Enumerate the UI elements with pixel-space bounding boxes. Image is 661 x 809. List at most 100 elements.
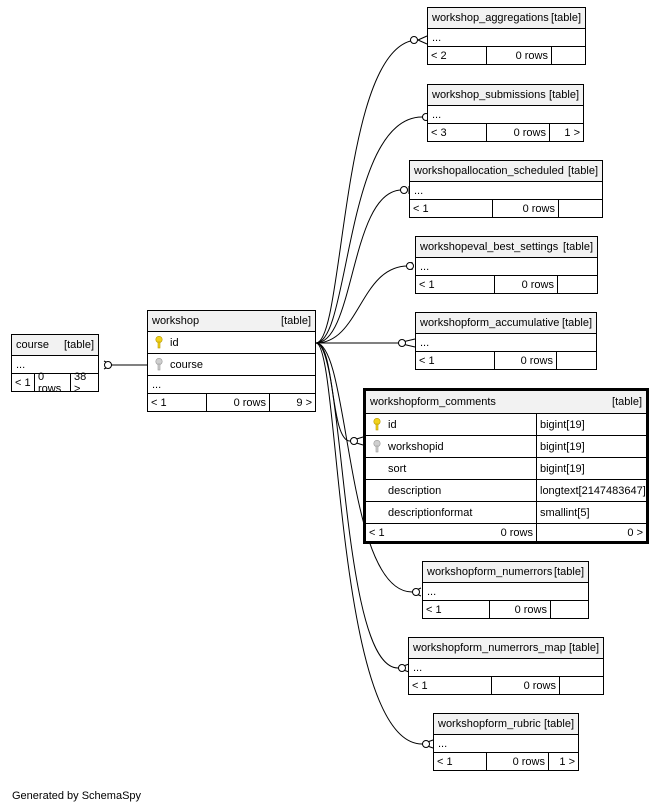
- children-count: [551, 47, 585, 64]
- column-row: descriptionformat smallint[5]: [366, 501, 646, 523]
- table-workshop-submissions[interactable]: workshop_submissions [table] ... < 3 0 r…: [427, 84, 584, 142]
- column-row: id bigint[19]: [366, 413, 646, 435]
- column-type: smallint[5]: [536, 502, 646, 523]
- edge-submissions: [315, 116, 423, 344]
- table-footer: < 1 0 rows: [423, 600, 588, 618]
- table-course[interactable]: course [table] ... < 1 0 rows 38 >: [11, 334, 99, 395]
- column-type: longtext[2147483647]: [536, 480, 646, 501]
- primary-key-icon: [370, 417, 384, 431]
- table-footer: < 1 0 rows: [416, 275, 597, 293]
- parents-count: < 1: [15, 376, 31, 389]
- table-footer: < 1 0 rows: [409, 676, 603, 694]
- table-workshopform-comments[interactable]: workshopform_comments [table] id bigint[…: [363, 388, 649, 544]
- table-workshopform-rubric[interactable]: workshopform_rubric [table] ... < 1 0 ro…: [433, 713, 579, 771]
- row-count: 0 rows: [494, 276, 557, 293]
- row-count: 0 rows: [486, 124, 549, 141]
- table-footer: < 1 0 rows 1 >: [434, 752, 578, 770]
- edge-numerrors: [315, 342, 413, 593]
- column-name: id: [388, 418, 397, 431]
- children-count: [557, 276, 597, 293]
- column-name: id: [170, 336, 179, 349]
- children-count: [550, 601, 588, 618]
- row-count: 0 rows: [492, 200, 558, 217]
- parents-count: < 1: [419, 278, 435, 291]
- table-header: workshopform_numerrors [table]: [423, 562, 588, 582]
- column-type: bigint[19]: [536, 458, 646, 479]
- column-name: sort: [388, 462, 407, 475]
- row-count: 0 rows: [491, 677, 559, 694]
- table-tag: [table]: [64, 339, 94, 351]
- column-row: sort bigint[19]: [366, 457, 646, 479]
- children-count: 9 >: [269, 394, 315, 411]
- parents-count: < 2: [431, 49, 447, 62]
- parents-count: < 1: [413, 202, 429, 215]
- columns-ellipsis: ...: [12, 355, 98, 373]
- children-count: [556, 352, 596, 369]
- table-workshop-aggregations[interactable]: workshop_aggregations [table] ... < 2 0 …: [427, 7, 586, 65]
- table-tag: [table]: [562, 317, 592, 329]
- columns-ellipsis: ...: [148, 375, 315, 393]
- children-count: [558, 200, 602, 217]
- table-footer: < 1 0 rows 9 >: [148, 393, 315, 411]
- column-name: description: [388, 484, 442, 497]
- children-count: 1 >: [548, 753, 578, 770]
- row-count: 0 rows: [206, 394, 269, 411]
- table-name: workshopallocation_scheduled: [414, 165, 564, 177]
- edge-allocation: [315, 189, 403, 344]
- table-name: workshop_aggregations: [432, 12, 549, 24]
- table-name: workshopform_numerrors_map: [413, 642, 566, 654]
- table-name: workshopform_accumulative: [420, 317, 560, 329]
- table-workshopallocation-scheduled[interactable]: workshopallocation_scheduled [table] ...…: [409, 160, 603, 218]
- table-name: course: [16, 339, 50, 351]
- table-footer: < 3 0 rows 1 >: [428, 123, 583, 141]
- columns-ellipsis: ...: [423, 582, 588, 600]
- column-row: description longtext[2147483647]: [366, 479, 646, 501]
- children-count: 1 >: [549, 124, 583, 141]
- table-header: workshop [table]: [148, 311, 315, 331]
- table-header: workshop_submissions [table]: [428, 85, 583, 105]
- table-header: workshopeval_best_settings [table]: [416, 237, 597, 257]
- table-footer: < 1 0 rows 0 >: [366, 523, 646, 541]
- columns-ellipsis: ...: [434, 734, 578, 752]
- table-workshopeval-best-settings[interactable]: workshopeval_best_settings [table] ... <…: [415, 236, 598, 294]
- columns-ellipsis: ...: [410, 181, 602, 199]
- table-tag: [table]: [281, 315, 311, 327]
- table-tag: [table]: [549, 89, 579, 101]
- table-workshopform-accumulative[interactable]: workshopform_accumulative [table] ... < …: [415, 312, 597, 370]
- children-count: 38 >: [70, 371, 98, 395]
- column-name: course: [170, 358, 204, 371]
- table-name: workshopeval_best_settings: [420, 241, 559, 253]
- table-tag: [table]: [554, 566, 584, 578]
- parents-count: < 1: [369, 526, 385, 539]
- parents-count: < 1: [151, 396, 167, 409]
- parents-count: < 1: [437, 755, 453, 768]
- column-name: descriptionformat: [388, 506, 473, 519]
- table-footer: < 2 0 rows: [428, 46, 585, 64]
- columns-ellipsis: ...: [428, 105, 583, 123]
- table-tag: [table]: [544, 718, 574, 730]
- parents-count: < 3: [431, 126, 447, 139]
- table-workshopform-numerrors-map[interactable]: workshopform_numerrors_map [table] ... <…: [408, 637, 604, 695]
- row-count: 0 rows: [494, 352, 556, 369]
- row-count-wrap: 0 rows: [426, 524, 536, 541]
- row-count: 0 rows: [500, 526, 533, 539]
- table-header: workshopallocation_scheduled [table]: [410, 161, 602, 181]
- column-row: id: [148, 331, 315, 353]
- table-header: workshopform_rubric [table]: [434, 714, 578, 734]
- table-header: workshopform_accumulative [table]: [416, 313, 596, 333]
- table-footer: < 1 0 rows: [410, 199, 602, 217]
- children-count: 0 >: [536, 524, 646, 541]
- table-name: workshopform_numerrors: [427, 566, 553, 578]
- table-tag: [table]: [563, 241, 593, 253]
- edge-numerrors-map: [315, 342, 399, 669]
- table-header: workshop_aggregations [table]: [428, 8, 585, 28]
- table-workshop[interactable]: workshop [table] id course ... < 1 0 row…: [147, 310, 316, 412]
- column-type: bigint[19]: [536, 414, 646, 435]
- table-workshopform-numerrors[interactable]: workshopform_numerrors [table] ... < 1 0…: [422, 561, 589, 619]
- columns-ellipsis: ...: [416, 333, 596, 351]
- columns-ellipsis: ...: [428, 28, 585, 46]
- edge-evalbest: [315, 265, 409, 344]
- table-name: workshop_submissions: [432, 89, 546, 101]
- column-name: workshopid: [388, 440, 444, 453]
- table-tag: [table]: [612, 396, 642, 408]
